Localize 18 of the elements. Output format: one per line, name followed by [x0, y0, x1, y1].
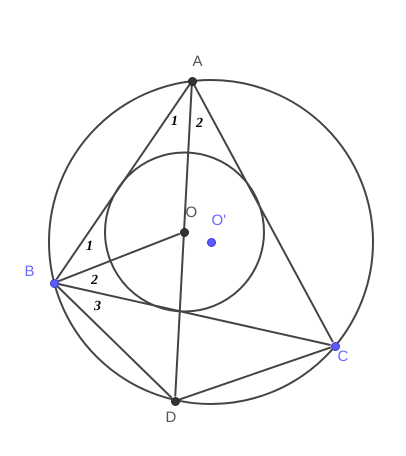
point-label: D — [166, 410, 176, 424]
line-segment — [56, 285, 172, 399]
line-segment — [56, 84, 190, 280]
line-segment — [58, 232, 180, 282]
angle-label: 1 — [86, 240, 93, 254]
angle-label: 2 — [91, 274, 98, 288]
angle-label: 2 — [196, 117, 203, 131]
line-segment — [178, 346, 332, 400]
point-label: C — [338, 348, 348, 364]
angle-label: 3 — [94, 300, 101, 314]
point-label: A — [192, 54, 203, 68]
point-label: O — [186, 204, 198, 220]
line-segment — [174, 85, 193, 397]
line-segment — [193, 84, 334, 343]
angle-label: 1 — [171, 115, 178, 129]
point-label: O' — [212, 212, 226, 228]
point-label: B — [24, 264, 35, 278]
line-segment — [58, 283, 331, 346]
